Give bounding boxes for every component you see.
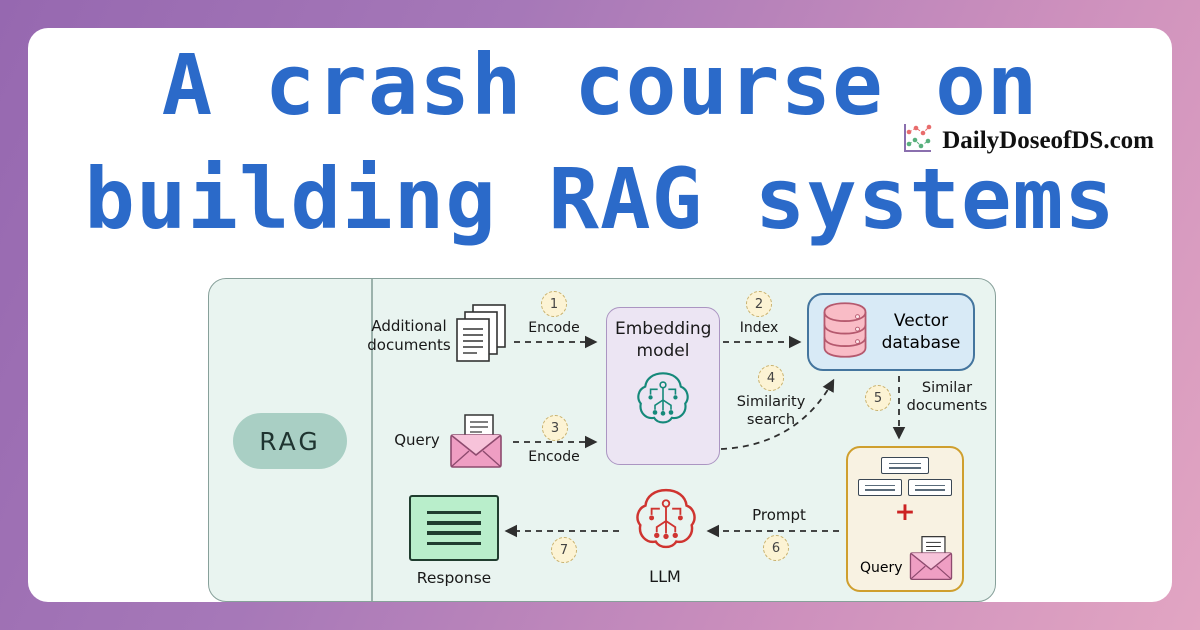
retrieved-document-icon: [858, 479, 902, 496]
query-envelope-icon: [449, 413, 503, 473]
llm-brain-circuit-icon: [629, 481, 703, 565]
retrieved-documents-row: [858, 479, 952, 496]
rag-pill: RAG: [233, 413, 347, 469]
page-title: A crash course on building RAG systems: [0, 28, 1200, 256]
database-icon: [820, 301, 870, 363]
step-6-badge: 6: [763, 535, 789, 561]
step-4-badge: 4: [758, 365, 784, 391]
prompt-query-row: Query: [856, 535, 954, 585]
response-node: [409, 495, 499, 561]
response-label: Response: [416, 569, 492, 587]
additional-documents-label: Additional documents: [367, 317, 451, 354]
step-3-badge: 3: [542, 415, 568, 441]
retrieved-document-icon: [908, 479, 952, 496]
diagram-divider: [371, 279, 373, 601]
vector-database-node: Vector database: [807, 293, 975, 371]
title-line-1: A crash course on: [161, 36, 1039, 134]
brand-name: DailyDoseofDS.com: [942, 127, 1154, 154]
step-6-label: Prompt: [752, 506, 806, 524]
rag-diagram: RAG Additional documents: [208, 278, 996, 602]
scatter-chart-logo-icon: [898, 122, 934, 160]
step-1-label: Encode: [528, 320, 580, 336]
retrieved-document-icon: [881, 457, 929, 474]
step-2-label: Index: [739, 320, 779, 336]
step-1-badge: 1: [541, 291, 567, 317]
query-input-label: Query: [394, 431, 440, 449]
step-2-badge: 2: [746, 291, 772, 317]
embedding-model-node: Embedding model: [606, 307, 720, 465]
vector-database-label: Vector database: [881, 310, 961, 353]
step-3-label: Encode: [528, 449, 580, 465]
embedding-brain-circuit-icon: [631, 368, 695, 436]
brand: DailyDoseofDS.com: [898, 122, 1154, 160]
embedding-model-label: Embedding model: [615, 319, 712, 362]
documents-stack-icon: [455, 303, 509, 371]
query-envelope-small-icon: [908, 535, 954, 585]
step-5-badge: 5: [865, 385, 891, 411]
plus-sign: +: [894, 497, 916, 526]
prompt-assembly-node: + Query: [846, 446, 964, 592]
step-7-badge: 7: [551, 537, 577, 563]
query-prompt-label: Query: [860, 560, 903, 576]
step-5-label: Similar documents: [906, 380, 988, 415]
llm-label: LLM: [649, 567, 681, 586]
title-line-2: building RAG systems: [84, 150, 1116, 249]
step-4-label: Similarity search: [736, 394, 806, 429]
